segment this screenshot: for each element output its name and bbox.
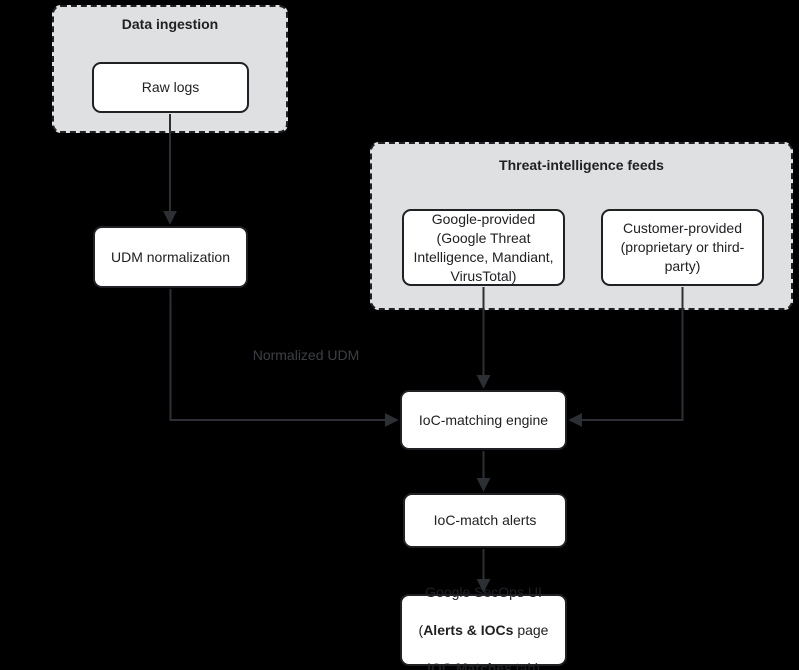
node-customer-provided-feeds-label: Customer-provided (proprietary or third-… — [620, 220, 745, 274]
node-google-secops-ui: Google SecOps UI (Alerts & IOCs page IOC… — [400, 584, 567, 670]
node-customer-provided-feeds: Customer-provided (proprietary or third-… — [601, 209, 764, 286]
node-raw-logs-label: Raw logs — [141, 79, 200, 95]
node-ioc-matching-engine: IoC-matching engine — [400, 390, 567, 450]
node-udm-normalization-label: UDM normalization — [110, 248, 231, 265]
secops-ui-line3: IOC Matches tab) — [427, 659, 540, 670]
node-raw-logs: Raw logs — [92, 62, 249, 113]
secops-ui-line2: (Alerts & IOCs page — [418, 621, 549, 638]
node-ioc-match-alerts: IoC-match alerts — [403, 493, 567, 548]
node-google-provided-feeds: Google-provided (Google Threat Intellige… — [402, 209, 565, 286]
secops-ui-line1: Google SecOps UI — [425, 583, 542, 600]
group-data-ingestion-title: Data ingestion — [121, 16, 219, 32]
node-ioc-matching-engine-label: IoC-matching engine — [418, 411, 549, 428]
edge-label-normalized-udm: Normalized UDM — [252, 347, 360, 363]
node-ioc-match-alerts-label: IoC-match alerts — [433, 512, 537, 528]
group-threat-intelligence-feeds-title: Threat-intelligence feeds — [499, 157, 664, 173]
node-google-provided-feeds-label: Google-provided (Google Threat Intellige… — [413, 210, 554, 284]
node-google-secops-ui-label: Google SecOps UI (Alerts & IOCs page IOC… — [415, 564, 553, 670]
node-udm-normalization: UDM normalization — [93, 226, 248, 288]
